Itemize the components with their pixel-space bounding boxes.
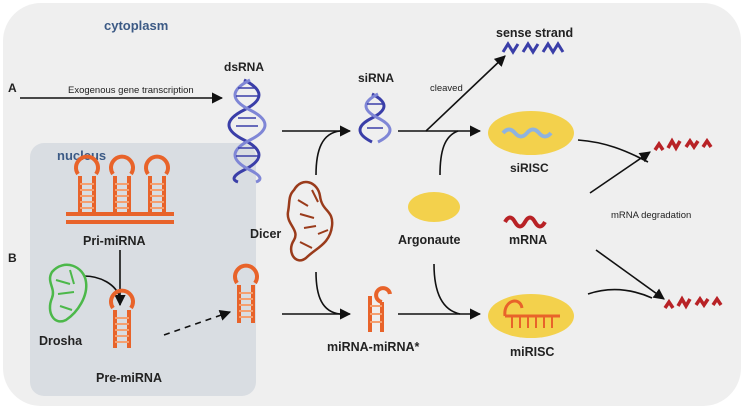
mrna-to-degradation-arrow-bottom xyxy=(595,249,665,300)
dicer-entry-curve-top xyxy=(315,130,341,176)
cleaved-label: cleaved xyxy=(430,83,463,94)
dicer-enzyme xyxy=(286,180,334,262)
degraded-mrna-fragments-bottom xyxy=(663,295,723,310)
mirna-duplex-label: miRNA-miRNA* xyxy=(327,340,420,354)
pre-mirna-label: Pre-miRNA xyxy=(96,371,162,385)
drosha-entry-curve xyxy=(83,275,121,299)
argonaute-entry-curve-bottom xyxy=(433,263,461,315)
mrna-degradation-label: mRNA degradation xyxy=(611,210,691,221)
mirisc-bound-mirna xyxy=(503,299,560,328)
pri-mirna xyxy=(66,154,174,224)
sense-strand-fragment xyxy=(501,41,565,55)
sense-strand-label: sense strand xyxy=(496,26,573,40)
dsrna-label: dsRNA xyxy=(224,60,264,74)
sirisc-complex xyxy=(488,111,574,155)
pathway-a-label: A xyxy=(8,81,17,95)
argonaute-label: Argonaute xyxy=(398,233,461,247)
sirisc-label: siRISC xyxy=(510,161,549,175)
mrna-strand xyxy=(503,215,547,229)
exogenous-transcription-label: Exogenous gene transcription xyxy=(68,85,194,96)
dsrna-helix xyxy=(227,78,267,184)
degraded-mrna-fragments-top xyxy=(653,137,713,152)
pri-mirna-label: Pri-miRNA xyxy=(83,234,146,248)
nucleus-label: nucleus xyxy=(57,148,106,163)
argonaute-entry-curve-top xyxy=(439,130,459,176)
mrna-label: mRNA xyxy=(509,233,547,247)
mrna-to-degradation-arrow-top xyxy=(589,151,651,194)
argonaute-protein xyxy=(408,192,460,222)
sirisc-guide-strand xyxy=(501,127,553,139)
nuclear-export-arrow xyxy=(163,310,232,336)
drosha-label: Drosha xyxy=(39,334,83,348)
cytoplasm-label: cytoplasm xyxy=(104,18,168,33)
dicer-label: Dicer xyxy=(250,227,281,241)
mirisc-label: miRISC xyxy=(510,345,554,359)
drosha-enzyme xyxy=(48,263,88,323)
mirna-duplex xyxy=(368,286,392,332)
nucleus-region xyxy=(30,143,256,396)
sirna-helix xyxy=(358,92,392,144)
dicer-entry-curve-bottom xyxy=(315,271,341,315)
pathway-b-label: B xyxy=(8,251,17,265)
mirisc-to-degradation-curve xyxy=(587,288,653,299)
sirna-label: siRNA xyxy=(358,71,394,85)
